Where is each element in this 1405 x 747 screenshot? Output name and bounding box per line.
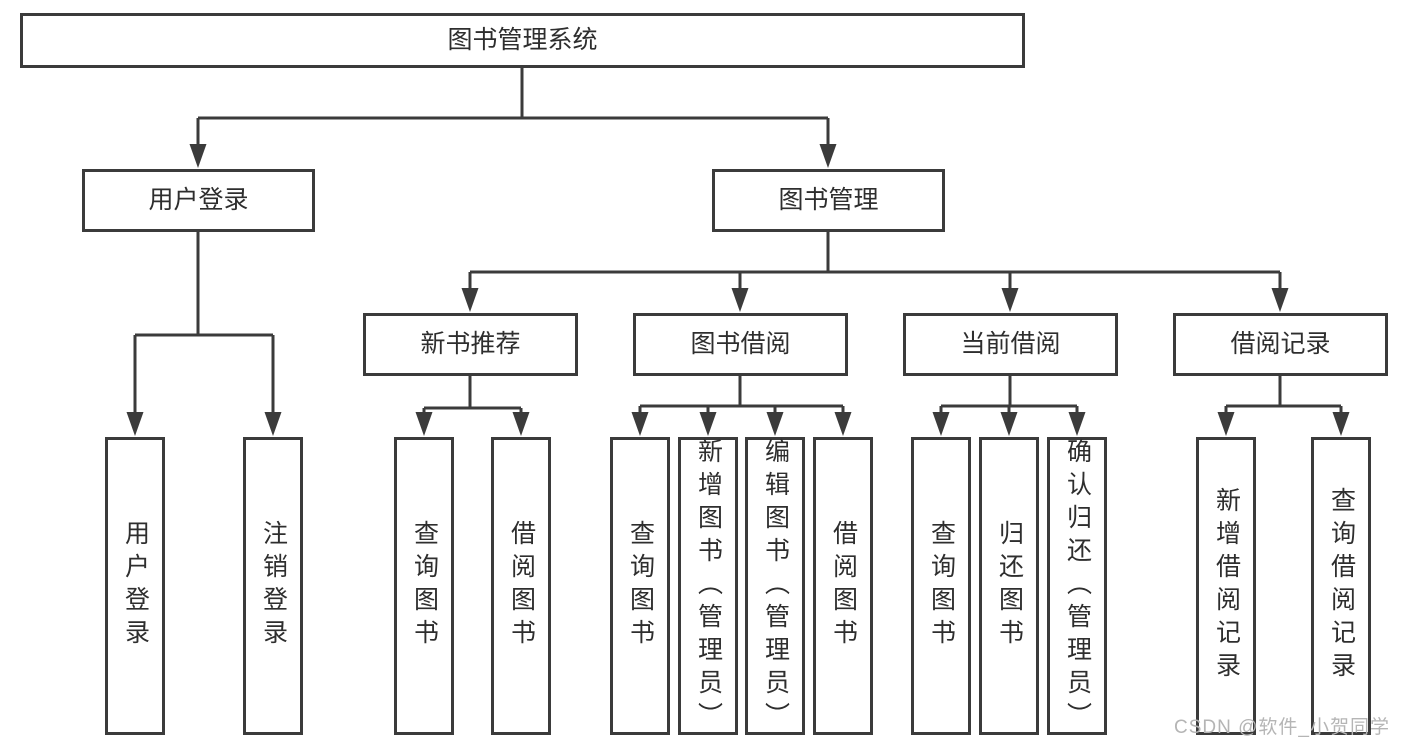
leaf-confirm-return-admin: 确认归还（管理员） — [1047, 437, 1107, 735]
node-library-management-system: 图书管理系统 — [20, 13, 1025, 68]
node-label: 编辑图书（管理员） — [761, 437, 790, 735]
node-book-management: 图书管理 — [712, 169, 945, 232]
arrowhead-icon — [512, 412, 530, 436]
leaf-borrow-books-recommend: 借阅图书 — [491, 437, 551, 735]
leaf-query-borrow-record: 查询借阅记录 — [1311, 437, 1371, 735]
node-label: 借阅图书 — [829, 520, 858, 652]
node-label: 借阅图书 — [507, 520, 536, 652]
arrowhead-icon — [699, 412, 717, 436]
csdn-watermark: CSDN @软件_小贺同学 — [1174, 717, 1390, 738]
arrowhead-icon — [1000, 412, 1018, 436]
node-label: 归还图书 — [995, 520, 1024, 652]
arrowhead-icon — [189, 144, 207, 168]
arrowhead-icon — [834, 412, 852, 436]
leaf-user-login: 用户登录 — [105, 437, 165, 735]
arrowhead-icon — [1271, 288, 1289, 312]
node-label: 注销登录 — [259, 520, 288, 652]
node-label: 确认归还（管理员） — [1063, 437, 1092, 735]
node-label: 用户登录 — [121, 520, 150, 652]
leaf-logout: 注销登录 — [243, 437, 303, 735]
arrowhead-icon — [631, 412, 649, 436]
leaf-add-books-admin: 新增图书（管理员） — [678, 437, 738, 735]
arrowhead-icon — [819, 144, 837, 168]
arrowhead-icon — [264, 412, 282, 436]
arrowhead-icon — [1001, 288, 1019, 312]
leaf-add-borrow-record: 新增借阅记录 — [1196, 437, 1256, 735]
leaf-edit-books-admin: 编辑图书（管理员） — [745, 437, 805, 735]
node-label: 新增图书（管理员） — [694, 437, 723, 735]
arrowhead-icon — [126, 412, 144, 436]
leaf-return-books: 归还图书 — [979, 437, 1039, 735]
arrowhead-icon — [461, 288, 479, 312]
arrowhead-icon — [766, 412, 784, 436]
leaf-query-books-borrow: 查询图书 — [610, 437, 670, 735]
arrowhead-icon — [415, 412, 433, 436]
node-label: 查询图书 — [927, 520, 956, 652]
node-label: 图书管理系统 — [447, 26, 598, 54]
node-label: 查询图书 — [626, 520, 655, 652]
node-book-borrowing: 图书借阅 — [633, 313, 848, 376]
leaf-query-books-recommend: 查询图书 — [394, 437, 454, 735]
node-label: 用户登录 — [148, 186, 249, 214]
leaf-query-books-current: 查询图书 — [911, 437, 971, 735]
node-label: 查询借阅记录 — [1327, 487, 1356, 685]
arrowhead-icon — [932, 412, 950, 436]
node-new-book-recommendation: 新书推荐 — [363, 313, 578, 376]
node-label: 查询图书 — [410, 520, 439, 652]
node-label: 借阅记录 — [1230, 330, 1331, 358]
arrowhead-icon — [1332, 412, 1350, 436]
node-label: 新增借阅记录 — [1212, 487, 1241, 685]
node-borrowing-records: 借阅记录 — [1173, 313, 1388, 376]
arrowhead-icon — [1068, 412, 1086, 436]
node-user-login: 用户登录 — [82, 169, 315, 232]
node-label: 图书借阅 — [690, 330, 791, 358]
arrowhead-icon — [1217, 412, 1235, 436]
node-label: 当前借阅 — [960, 330, 1061, 358]
leaf-borrow-books: 借阅图书 — [813, 437, 873, 735]
node-label: 新书推荐 — [420, 330, 521, 358]
node-label: 图书管理 — [778, 186, 879, 214]
node-current-borrowing: 当前借阅 — [903, 313, 1118, 376]
arrowhead-icon — [731, 288, 749, 312]
